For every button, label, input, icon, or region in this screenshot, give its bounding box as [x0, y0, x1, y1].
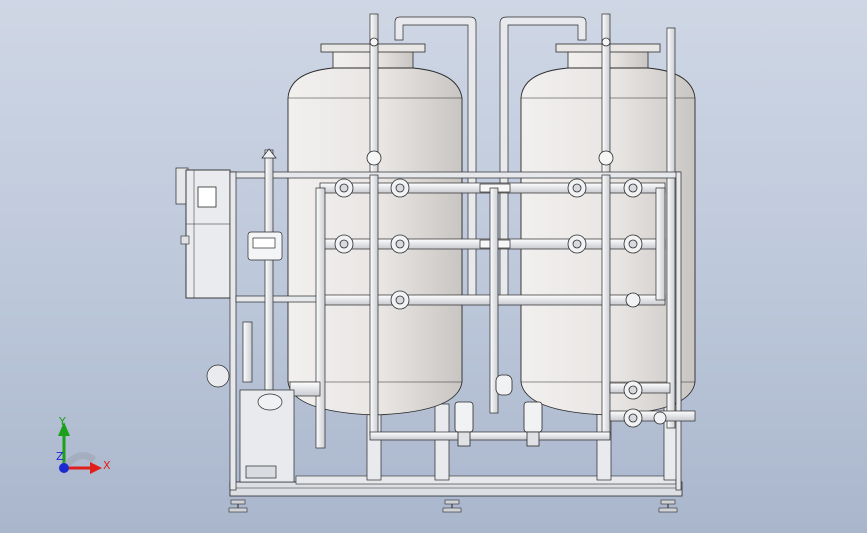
axis-label-x: X	[103, 459, 111, 472]
leveling-foot-icon	[228, 499, 678, 513]
support-frame	[229, 171, 682, 491]
feed-line	[206, 148, 295, 483]
pressure-gauge-icon	[366, 37, 614, 166]
axis-label-z: Z	[56, 450, 64, 463]
coordinate-triad: Y X Z	[56, 415, 111, 474]
base-skid	[229, 475, 683, 497]
filter-housings	[454, 374, 543, 447]
axis-label-y: Y	[58, 415, 66, 428]
butterfly-valve-icon	[334, 178, 667, 428]
control-panel	[175, 167, 231, 299]
